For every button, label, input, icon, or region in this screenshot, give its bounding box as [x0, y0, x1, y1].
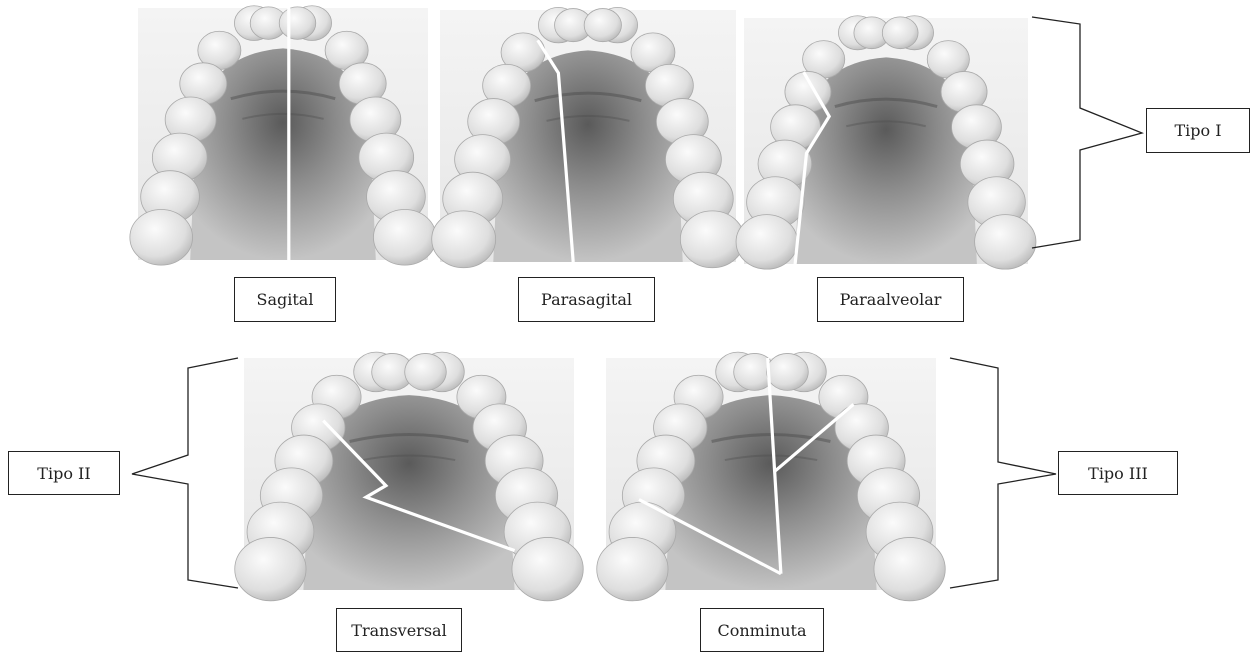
tooth	[279, 7, 316, 39]
tooth	[405, 353, 447, 390]
tooth	[432, 211, 496, 268]
tooth	[975, 215, 1036, 270]
bracket-tipo-2	[132, 358, 238, 588]
group-label-tipo-2: Tipo II	[8, 451, 120, 495]
group-label-tipo-3: Tipo III	[1058, 451, 1178, 495]
bracket-tipo-3	[950, 358, 1056, 588]
panel-label-sagital: Sagital	[234, 277, 336, 322]
panel-label-paraalveolar: Paraalveolar	[817, 277, 964, 322]
tooth	[373, 209, 436, 265]
tooth	[874, 537, 945, 600]
group-label-tipo-1: Tipo I	[1146, 108, 1250, 153]
panel-label-transversal: Transversal	[336, 608, 462, 652]
panel-label-conminuta: Conminuta	[700, 608, 824, 652]
palate-panel-conminuta	[597, 352, 945, 601]
tooth	[767, 353, 809, 390]
palate-panel-paraalveolar	[736, 16, 1036, 269]
palate-panel-parasagital	[432, 7, 745, 267]
tooth	[597, 537, 668, 600]
palate-panel-sagital	[130, 6, 436, 265]
tooth	[680, 211, 744, 268]
tooth	[235, 537, 306, 600]
tooth	[130, 209, 193, 265]
panel-label-parasagital: Parasagital	[518, 277, 655, 322]
tooth	[736, 215, 797, 270]
palate-panel-transversal	[235, 352, 583, 601]
tooth	[584, 9, 621, 42]
bracket-tipo-1	[1032, 17, 1142, 248]
tooth	[882, 17, 918, 49]
tooth	[512, 537, 583, 600]
